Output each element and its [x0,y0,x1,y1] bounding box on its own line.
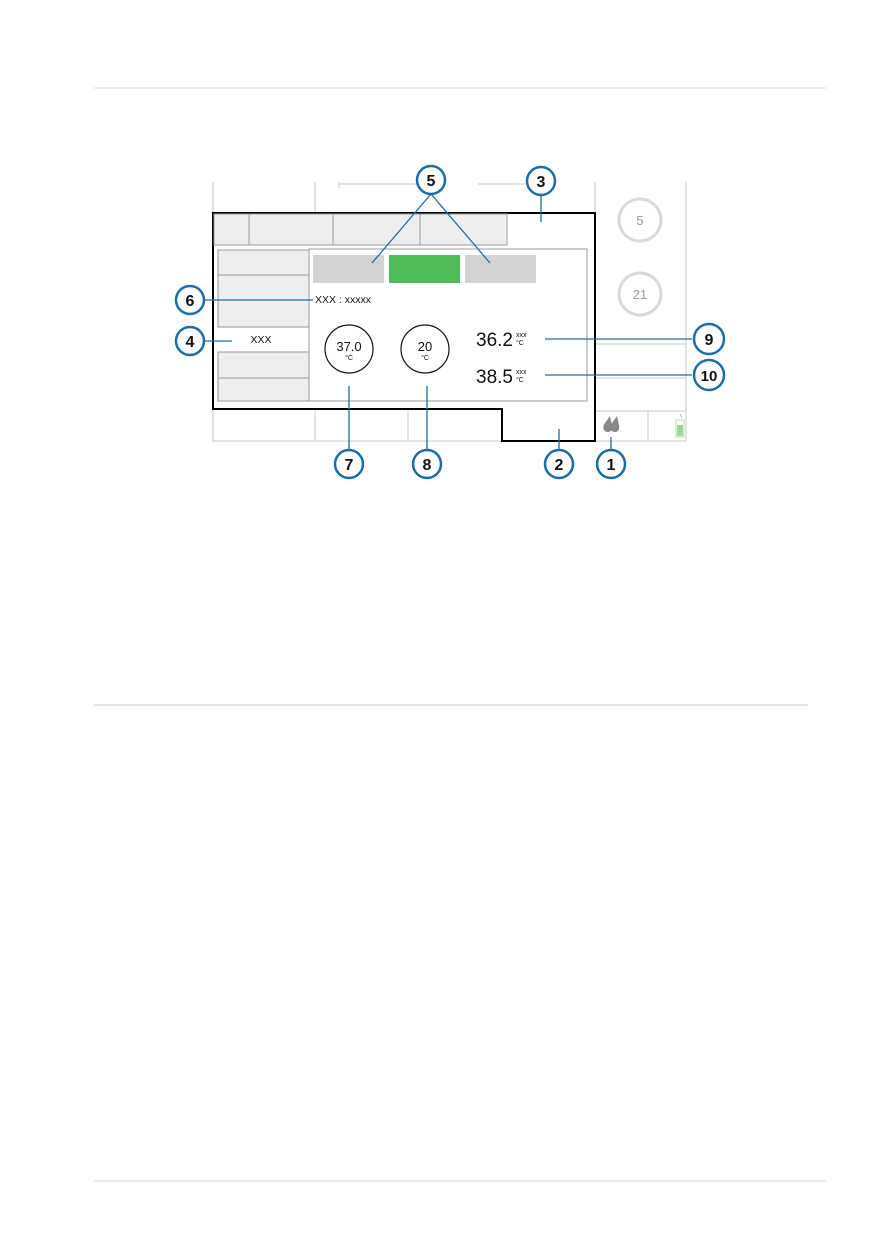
setpoint-humidity[interactable]: 20 °C [400,324,450,374]
main-panel [308,248,588,402]
callout-5: 5 [415,164,447,196]
callout-leaders [204,193,692,451]
callout-7: 7 [333,448,365,480]
callout-10: 10 [692,358,726,392]
measured-value-1: 36.2 xxx °C [476,330,527,351]
knob-bottom[interactable]: 21 [617,271,663,317]
sidebar-tile[interactable] [217,351,310,379]
callout-3: 3 [525,165,557,197]
setpoint-humidity-value: 20 [418,339,432,354]
tab-left[interactable] [313,255,384,283]
svg-text:7: 7 [345,457,354,474]
svg-text:1: 1 [607,457,616,474]
setpoint-temperature[interactable]: 37.0 °C [324,324,374,374]
sidebar-tile[interactable] [217,249,310,276]
knob-top[interactable]: 5 [617,197,663,243]
svg-text:10: 10 [701,368,718,385]
callout-8: 8 [411,448,443,480]
side-label: XXX [250,334,271,346]
left-sidebar [217,249,310,402]
sidebar-tile[interactable] [217,274,310,328]
measured-value-1-unit-bottom: °C [516,339,524,347]
callout-2: 2 [543,448,575,480]
svg-text:9: 9 [705,332,714,349]
svg-text:2: 2 [555,457,564,474]
svg-text:4: 4 [186,334,195,351]
tab-right[interactable] [465,255,536,283]
measured-value-2: 38.5 xxx °C [476,367,527,388]
callout-1: 1 [595,448,627,480]
knob-top-value: 5 [636,213,643,228]
setpoint-temperature-value: 37.0 [336,339,361,354]
measured-value-1-number: 36.2 [476,330,513,351]
svg-text:3: 3 [537,174,546,191]
sidebar-tile[interactable] [217,377,310,402]
callout-4: 4 [174,325,206,357]
droplets-icon [603,416,620,432]
battery-icon [675,413,685,438]
setpoint-humidity-unit: °C [421,354,429,362]
top-bar [213,213,508,246]
svg-text:8: 8 [423,457,432,474]
measured-value-2-unit-top: xxx [516,369,527,376]
callout-9: 9 [692,322,726,356]
svg-text:5: 5 [427,173,436,190]
tab-active[interactable] [389,255,460,283]
svg-text:6: 6 [186,293,195,310]
measured-value-1-unit-top: xxx [516,332,527,339]
knob-bottom-value: 21 [633,287,647,302]
measured-value-2-unit-bottom: °C [516,376,524,384]
measured-value-2-number: 38.5 [476,367,513,388]
status-text: XXX : xxxxx [315,294,372,306]
setpoint-temperature-unit: °C [345,354,353,362]
callout-6: 6 [174,284,206,316]
screen-highlight-border [212,212,596,442]
